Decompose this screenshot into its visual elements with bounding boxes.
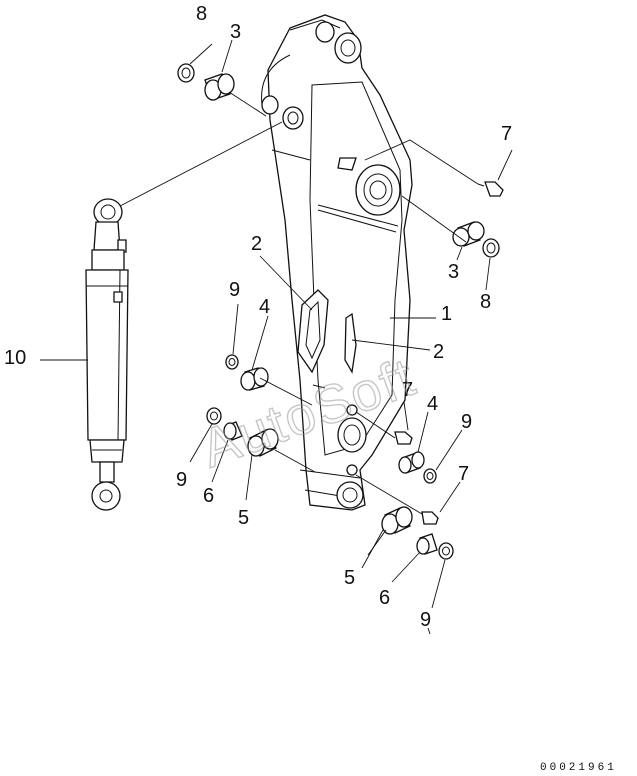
callout-4-mid-right: 4: [427, 393, 438, 415]
callout-9-lower-right: 9: [420, 609, 431, 631]
bushing-upper-left: [204, 73, 235, 101]
link-pin-boss: [337, 404, 367, 453]
seal-lower-left: [206, 407, 222, 425]
dust-seal-lower-left: [223, 421, 243, 441]
callout-8-right: 8: [480, 291, 491, 313]
callout-10: 10: [4, 347, 26, 369]
arm-body: [261, 14, 413, 511]
callout-4-mid-left: 4: [259, 296, 270, 318]
callout-2-left: 2: [251, 233, 262, 255]
callout-9-lower-left: 9: [176, 469, 187, 491]
callout-6-lower-left: 6: [203, 485, 214, 507]
bushing-mid-right: [398, 451, 425, 474]
seal-lower-right: [438, 542, 454, 560]
callout-7-top-right: 7: [501, 123, 512, 145]
reference-number: 00021961: [540, 762, 617, 774]
callout-2-right: 2: [433, 341, 444, 363]
upper-pin-boss: [261, 21, 362, 130]
bushing-upper-right: [452, 221, 485, 247]
shim-upper-right: [482, 238, 500, 258]
plate-right: [344, 312, 357, 374]
shim-upper-left: [177, 63, 195, 83]
grease-fitting-lower: [421, 511, 439, 525]
callout-3-right: 3: [448, 261, 459, 283]
callout-8-top-left: 8: [196, 3, 207, 25]
bushing-lower-left: [247, 428, 279, 457]
callout-5-lower-left: 5: [238, 507, 249, 529]
callout-3-top-left: 3: [230, 21, 241, 43]
shim-mid-left: [225, 354, 239, 370]
bucket-pin-boss: [336, 464, 364, 509]
grease-fitting-top: [477, 181, 504, 197]
callout-7-mid: 7: [402, 379, 413, 401]
bushing-mid-left: [240, 367, 269, 391]
dust-seal-lower-right: [416, 533, 438, 555]
grease-fitting-hole: [337, 157, 357, 171]
cylinder: [85, 198, 129, 511]
callout-9-mid-left: 9: [229, 279, 240, 301]
bucket-cylinder-boss: [355, 164, 401, 216]
callout-1: 1: [441, 303, 452, 325]
leader-lines: [40, 39, 513, 635]
plate-left: [297, 289, 329, 374]
shim-mid-right: [423, 468, 437, 484]
callout-5-lower-right: 5: [344, 567, 355, 589]
callout-6-lower-right: 6: [379, 587, 390, 609]
callout-7-lower: 7: [458, 463, 469, 485]
bushing-lower-right: [381, 506, 413, 535]
callout-9-mid-right: 9: [461, 411, 472, 433]
grease-fitting-mid: [394, 431, 413, 445]
